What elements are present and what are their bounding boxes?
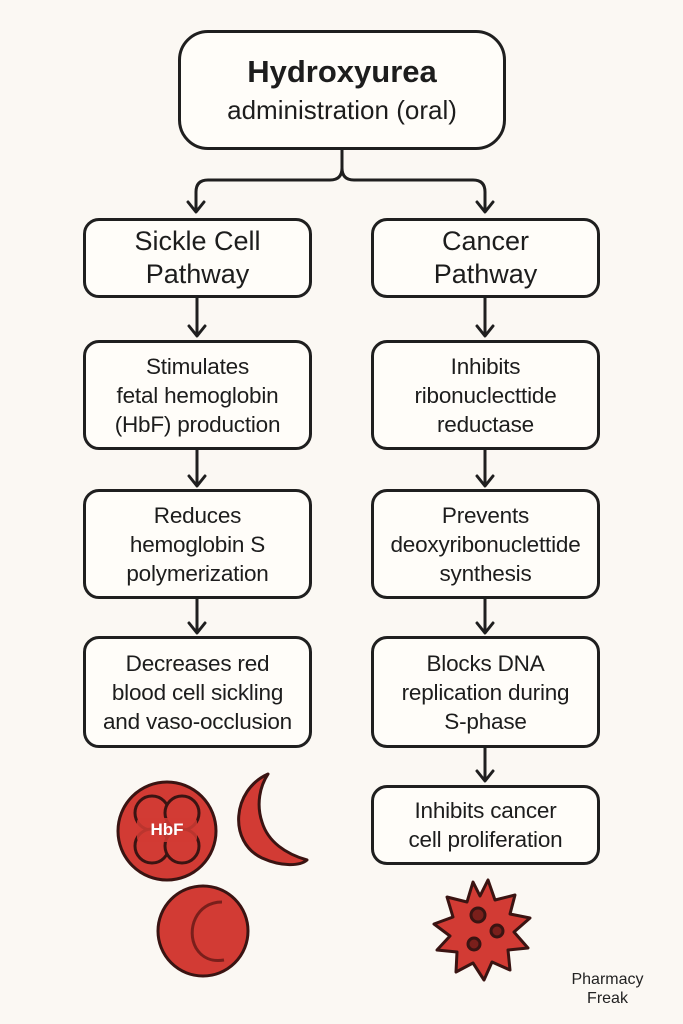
arrow-left-2: [187, 447, 207, 488]
normal-red-blood-cell-icon: [156, 884, 250, 978]
step-text: blood cell sickling: [111, 679, 284, 705]
step-text: S-phase: [444, 708, 527, 734]
step-text: ribonuclecttide: [414, 382, 557, 408]
step-text: cell proliferation: [408, 827, 563, 852]
step-text: Reduces: [153, 502, 242, 528]
step-text: and vaso-occlusion: [102, 708, 292, 734]
step-text: deoxyribonuclettide: [390, 531, 581, 557]
step-text: replication during: [401, 679, 570, 705]
step-stimulates-hbf: Stimulates fetal hemoglobin (HbF) produc…: [83, 340, 312, 450]
split-connector-right: [340, 166, 487, 212]
arrow-right-1: [475, 294, 495, 338]
arrow-right-2: [475, 447, 495, 488]
cancer-cell-icon: [432, 878, 532, 982]
pathway-label: Pathway: [145, 259, 250, 289]
title-sub: administration (oral): [227, 95, 457, 125]
step-text: Prevents: [441, 502, 530, 528]
footer-line-2: Freak: [587, 990, 628, 1007]
step-text: Stimulates: [145, 353, 250, 379]
step-text: fetal hemoglobin: [116, 382, 279, 408]
step-text: synthesis: [439, 560, 532, 586]
pathway-label: Cancer: [441, 226, 530, 256]
arrowhead: [475, 200, 495, 214]
step-text: (HbF) production: [114, 411, 281, 437]
arrow-left-1: [187, 294, 207, 338]
footer-line-1: Pharmacy: [571, 971, 644, 988]
pathway-label: Sickle Cell: [134, 226, 261, 256]
step-text: reductase: [436, 411, 534, 437]
step-text: Decreases red: [125, 650, 270, 676]
pathway-label: Pathway: [433, 259, 538, 289]
sickle-cell-pathway-box: Sickle Cell Pathway: [83, 218, 312, 298]
arrowhead: [186, 200, 206, 214]
arrow-right-3: [475, 596, 495, 635]
step-inhibits-reductase: Inhibits ribonuclecttide reductase: [371, 340, 600, 450]
sickle-cell-icon: [237, 772, 309, 867]
step-blocks-dna-replication: Blocks DNA replication during S-phase: [371, 636, 600, 748]
hbf-cell-label: HbF: [137, 818, 197, 842]
arrow-right-4: [475, 746, 495, 783]
step-text: Inhibits: [450, 353, 521, 379]
title-main: Hydroxyurea: [247, 54, 437, 89]
step-text: Blocks DNA: [426, 650, 545, 676]
step-inhibits-proliferation: Inhibits cancer cell proliferation: [371, 785, 600, 865]
step-text: hemoglobin S: [129, 531, 266, 557]
footer-brand: Pharmacy Freak: [545, 970, 670, 1008]
arrow-left-3: [187, 596, 207, 635]
cancer-pathway-box: Cancer Pathway: [371, 218, 600, 298]
step-text: polymerization: [126, 560, 269, 586]
title-box: Hydroxyurea administration (oral): [178, 30, 506, 150]
step-text: Inhibits cancer: [414, 798, 557, 823]
step-reduces-polymerization: Reduces hemoglobin S polymerization: [83, 489, 312, 599]
step-prevents-synthesis: Prevents deoxyribonuclettide synthesis: [371, 489, 600, 599]
step-decreases-sickling: Decreases red blood cell sickling and va…: [83, 636, 312, 748]
